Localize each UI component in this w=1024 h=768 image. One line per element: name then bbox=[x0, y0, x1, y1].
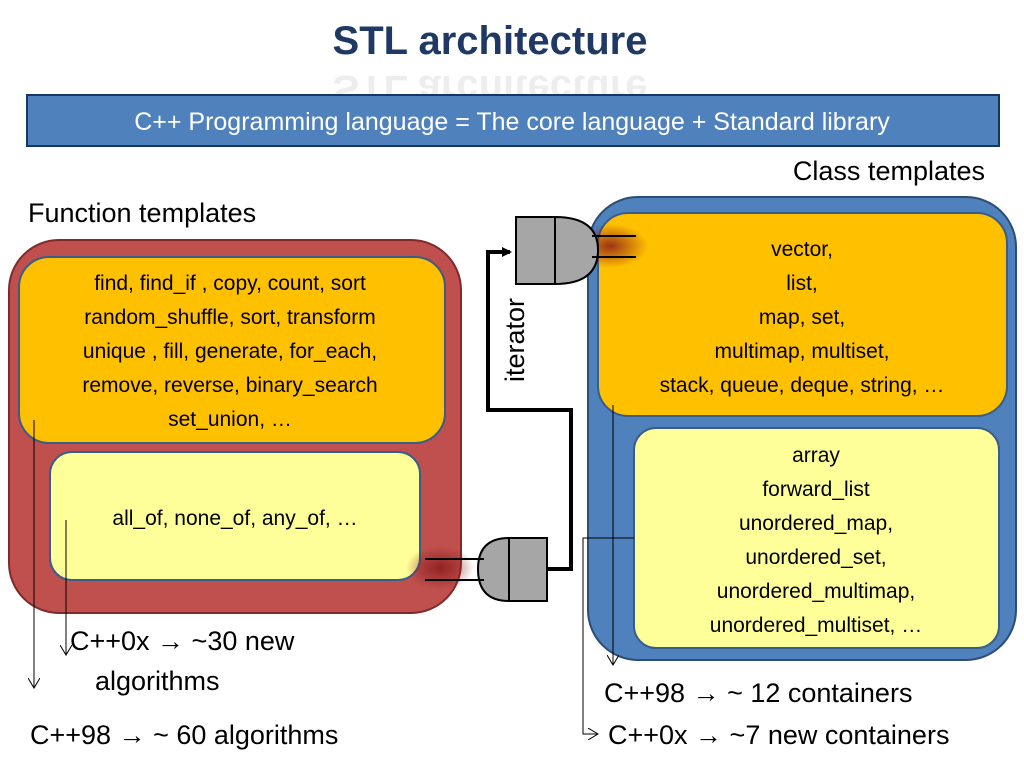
note-cpp98-algorithms: C++98 → ~ 60 algorithms bbox=[30, 720, 338, 750]
new-containers-line: array bbox=[792, 444, 840, 467]
note-cpp98-containers: C++98 → ~ 12 containers bbox=[604, 678, 912, 708]
new-containers-line: forward_list bbox=[762, 478, 870, 501]
new-containers-line: unordered_set, bbox=[745, 546, 886, 569]
gate-top-body bbox=[515, 216, 556, 285]
algorithms-line: set_union, … bbox=[168, 408, 292, 431]
note-cpp0x-containers: C++0x → ~7 new containers bbox=[608, 720, 949, 750]
containers-box bbox=[597, 212, 1008, 417]
new-containers-box-text: array forward_list unordered_map, unorde… bbox=[710, 444, 922, 637]
containers-line: list, bbox=[786, 272, 818, 295]
function-templates-heading: Function templates bbox=[28, 198, 256, 228]
containers-line: vector, bbox=[771, 238, 833, 261]
gate-bottom-dome bbox=[476, 536, 510, 603]
iterator-gate-top bbox=[515, 215, 648, 286]
arrow-to-cpp0x-containers bbox=[582, 537, 634, 734]
iterator-label: iterator bbox=[500, 298, 530, 382]
new-containers-line: unordered_multiset, … bbox=[710, 614, 922, 637]
note-cpp0x-algorithms-line2: algorithms bbox=[95, 666, 220, 696]
new-algorithms-text: all_of, none_of, any_of, … bbox=[112, 507, 357, 530]
algorithms-line: remove, reverse, binary_search bbox=[82, 374, 377, 397]
gate-top-dome bbox=[554, 215, 600, 286]
new-algorithms-box bbox=[49, 451, 421, 581]
algorithms-line: unique , fill, generate, for_each, bbox=[83, 340, 377, 363]
banner-text: C++ Programming language = The core lang… bbox=[134, 108, 890, 136]
banner-box bbox=[26, 94, 1000, 147]
iterator-gate-bottom bbox=[406, 536, 548, 603]
algorithms-line: random_shuffle, sort, transform bbox=[84, 306, 375, 329]
algorithms-box-text: find, find_if , copy, count, sort random… bbox=[82, 272, 377, 431]
containers-box-text: vector, list, map, set, multimap, multis… bbox=[660, 238, 945, 397]
gate-bottom-glow bbox=[406, 546, 474, 590]
iterator-connector bbox=[486, 247, 573, 571]
algorithms-line: find, find_if , copy, count, sort bbox=[94, 272, 366, 295]
gate-bottom-body bbox=[508, 537, 548, 602]
class-templates-heading: Class templates bbox=[793, 156, 985, 186]
new-containers-line: unordered_map, bbox=[739, 512, 893, 535]
containers-line: map, set, bbox=[759, 306, 845, 329]
page-title: STL architecture bbox=[333, 19, 648, 63]
containers-line: multimap, multiset, bbox=[714, 340, 889, 363]
containers-line: stack, queue, deque, string, … bbox=[660, 374, 945, 397]
note-cpp0x-algorithms-line1: C++0x → ~30 new bbox=[70, 626, 295, 656]
algorithms-box bbox=[18, 256, 446, 444]
new-containers-line: unordered_multimap, bbox=[717, 580, 915, 603]
